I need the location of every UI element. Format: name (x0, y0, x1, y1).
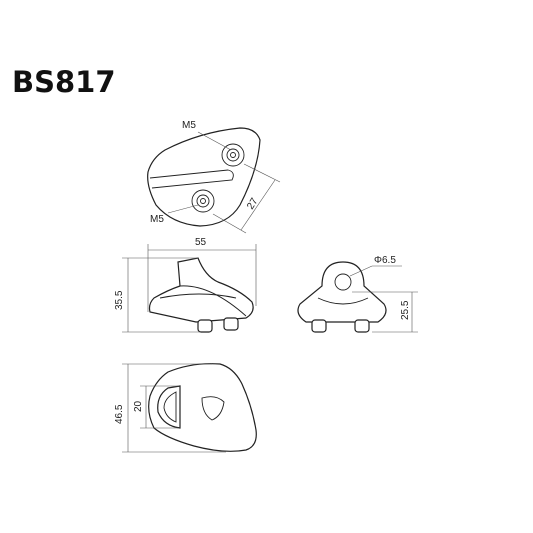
dim355-label: 35.5 (114, 290, 125, 310)
bottom-view-pad-inner (163, 391, 177, 423)
dim27-ext-a (243, 163, 281, 183)
upper-bolt-head (226, 148, 240, 162)
top-view-outline (147, 127, 261, 227)
dim465-label: 46.5 (114, 404, 125, 424)
top-view: M5 M5 27 (147, 120, 281, 234)
side-view-boss-left (197, 319, 213, 333)
upper-bolt-boss (221, 143, 245, 167)
dim65-leader (349, 265, 373, 277)
front-view-boss-left (311, 319, 327, 333)
dim65-label: Φ6.5 (374, 255, 396, 266)
dim27-label: 27 (245, 196, 260, 212)
front-view-inner (317, 297, 369, 305)
front-view: Φ6.5 25.5 (297, 255, 418, 333)
m5-upper-label: M5 (182, 120, 196, 131)
dim20-label: 20 (133, 400, 144, 412)
lower-bolt-head (196, 194, 210, 208)
side-view-body (148, 257, 254, 323)
side-view-ridge (159, 293, 237, 299)
dim55-label: 55 (195, 237, 207, 248)
front-view-hole (334, 273, 352, 291)
side-view: 55 35.5 (114, 237, 257, 333)
lower-bolt-boss (191, 189, 215, 213)
m5-lower-leader (167, 204, 199, 214)
bottom-view-outline (148, 363, 257, 452)
dim255-label: 25.5 (400, 300, 411, 320)
part-number-title: BS817 (12, 65, 116, 99)
side-view-boss-right (223, 317, 239, 331)
m5-lower-label: M5 (150, 214, 164, 225)
bottom-view-boss (201, 396, 225, 421)
top-view-slot (149, 169, 234, 189)
front-view-boss-right (354, 319, 370, 333)
dim27-line (240, 179, 276, 231)
bottom-view: 46.5 20 (114, 363, 257, 453)
m5-upper-leader (197, 131, 232, 151)
side-view-edge (179, 285, 247, 317)
dim27-ext-b (212, 213, 247, 234)
front-view-body (297, 261, 387, 323)
bottom-view-pad (157, 385, 181, 429)
lower-bolt-hex-icon (200, 198, 206, 204)
upper-bolt-hex-icon (230, 152, 236, 158)
